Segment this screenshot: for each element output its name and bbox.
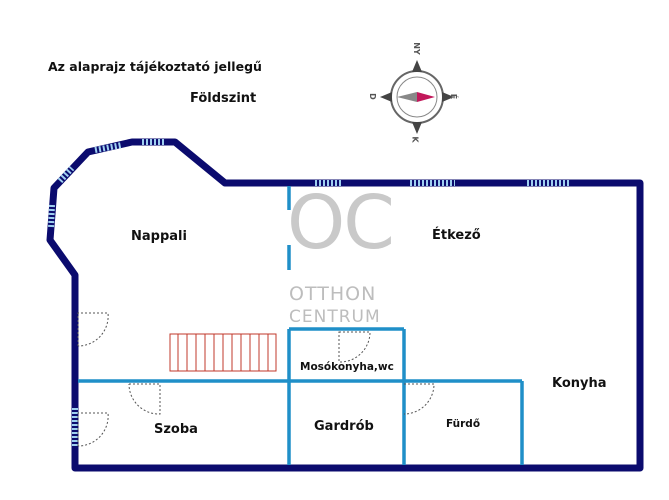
inner-walls xyxy=(78,186,524,465)
compass-west-label: D xyxy=(367,93,377,100)
compass-north-label: NY xyxy=(411,42,421,55)
room-label-etkezo: Étkező xyxy=(432,228,481,243)
compass-east-label: É xyxy=(449,93,459,100)
room-label-nappali: Nappali xyxy=(131,229,187,244)
watermark-mark: OC xyxy=(287,180,395,266)
room-label-mosokonyha: Mosókonyha,wc xyxy=(300,361,394,373)
room-label-konyha: Konyha xyxy=(552,376,607,391)
windows xyxy=(48,139,570,448)
compass-rose xyxy=(380,60,454,134)
room-label-gardrob: Gardrób xyxy=(314,419,374,434)
floor-title: Földszint xyxy=(190,91,257,106)
watermark-line1: OTTHON xyxy=(289,283,377,305)
disclaimer-text: Az alaprajz tájékoztató jellegű xyxy=(48,59,262,74)
watermark-logo: OC OTTHON CENTRUM xyxy=(283,180,395,336)
outer-wall xyxy=(46,138,644,472)
room-label-furdo: Fürdő xyxy=(446,418,481,430)
stairs xyxy=(169,333,277,372)
compass-south-label: K xyxy=(410,136,420,143)
room-label-szoba: Szoba xyxy=(154,422,198,437)
doors xyxy=(77,312,435,447)
watermark-line2: CENTRUM xyxy=(289,307,381,327)
